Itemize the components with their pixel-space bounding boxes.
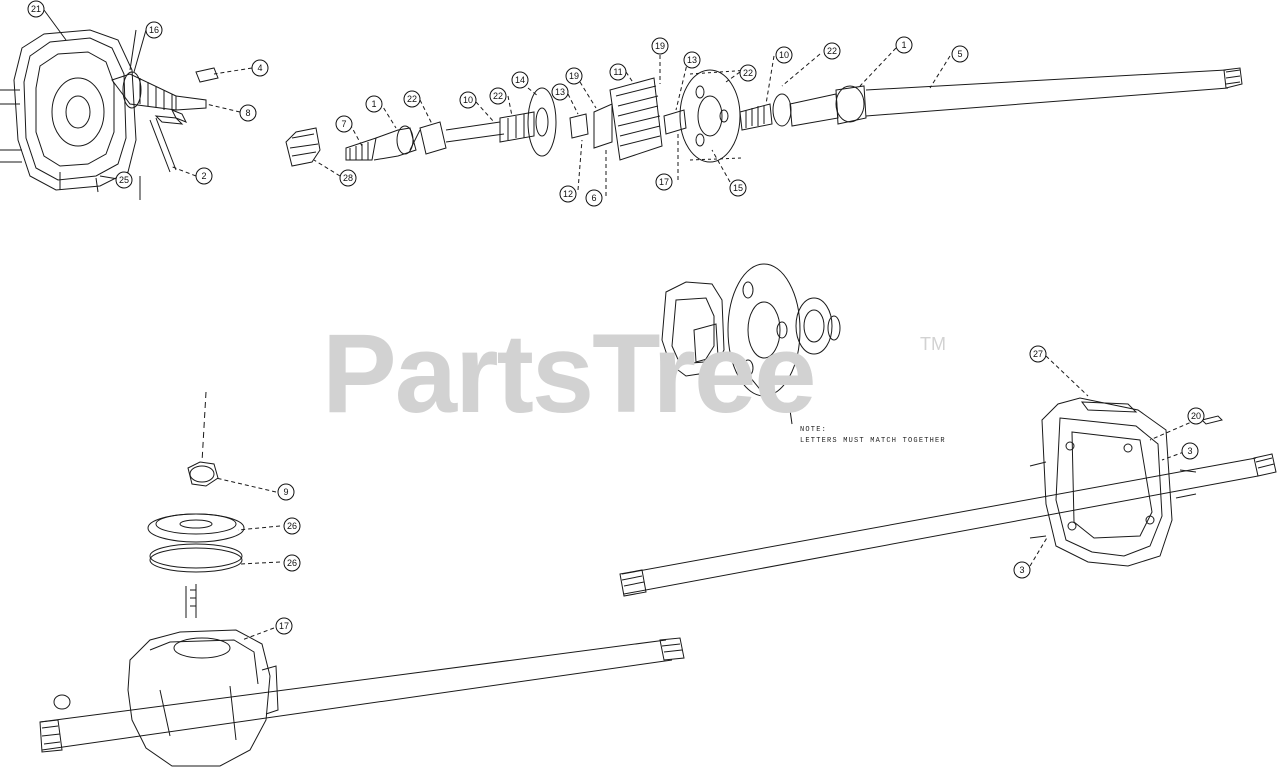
callout-3: 3 [1013,561,1031,579]
svg-text:10: 10 [463,95,473,105]
svg-text:19: 19 [569,71,579,81]
left-transaxle [39,391,685,767]
svg-text:10: 10 [779,50,789,60]
svg-text:26: 26 [287,558,297,568]
output-shaft-assembly [345,67,1243,163]
svg-text:7: 7 [341,119,346,129]
line-art [0,9,1277,767]
callout-10: 10 [775,46,793,64]
callout-4: 4 [251,59,269,77]
svg-text:8: 8 [245,108,250,118]
svg-text:22: 22 [743,68,753,78]
svg-text:17: 17 [279,621,289,631]
svg-text:3: 3 [1187,446,1192,456]
callout-13: 13 [683,51,701,69]
partstree-watermark: PartsTree [322,311,817,436]
svg-text:22: 22 [493,91,503,101]
callout-19: 19 [651,37,669,55]
svg-text:6: 6 [591,193,596,203]
callout-16: 16 [145,21,163,39]
svg-text:3: 3 [1019,565,1024,575]
svg-text:1: 1 [901,40,906,50]
callout-12: 12 [559,185,577,203]
callout-15: 15 [729,179,747,197]
svg-text:25: 25 [119,175,129,185]
callout-17: 17 [655,173,673,191]
callout-9: 9 [277,483,295,501]
svg-text:22: 22 [827,46,837,56]
callout-28: 28 [339,169,357,187]
svg-text:14: 14 [515,75,525,85]
svg-text:13: 13 [555,87,565,97]
callout-22: 22 [489,87,507,105]
callout-22: 22 [823,42,841,60]
svg-text:20: 20 [1191,411,1201,421]
svg-text:1: 1 [371,99,376,109]
callout-10: 10 [459,91,477,109]
callout-8: 8 [239,104,257,122]
callout-11: 11 [609,63,627,81]
right-transaxle [619,397,1277,597]
note-heading: NOTE: [800,426,828,434]
callout-27: 27 [1029,345,1047,363]
svg-text:5: 5 [957,49,962,59]
svg-text:12: 12 [563,189,573,199]
svg-text:16: 16 [149,25,159,35]
svg-text:9: 9 [283,487,288,497]
callout-14: 14 [511,71,529,89]
svg-text:28: 28 [343,173,353,183]
callout-5: 5 [951,45,969,63]
svg-text:17: 17 [659,177,669,187]
callout-1: 1 [365,95,383,113]
callout-25: 25 [115,171,133,189]
gearbox-housing-cover [0,29,137,193]
callout-13: 13 [551,83,569,101]
callout-3: 3 [1181,442,1199,460]
callout-19: 19 [565,67,583,85]
callout-2: 2 [195,167,213,185]
callout-1: 1 [895,36,913,54]
callout-7: 7 [335,115,353,133]
note-text: LETTERS MUST MATCH TOGETHER [800,437,946,445]
svg-text:26: 26 [287,521,297,531]
callout-bubbles: 21 16 4 8 2 25 28 7 1 22 10 22 14 13 19 … [27,0,1205,635]
callout-22: 22 [403,90,421,108]
differential-plate-detail [661,263,841,425]
svg-text:11: 11 [613,67,622,77]
pinion-gear [285,127,321,167]
leader-lines [43,9,1197,641]
callout-20: 20 [1187,407,1205,425]
callout-21: 21 [27,0,45,18]
svg-text:13: 13 [687,55,697,65]
input-bevel-shaft [111,29,219,200]
svg-text:4: 4 [257,63,262,73]
svg-text:15: 15 [733,183,743,193]
callout-17: 17 [275,617,293,635]
callout-26: 26 [283,554,301,572]
svg-text:21: 21 [31,4,41,14]
svg-text:2: 2 [201,171,206,181]
trademark-mark: TM [920,334,946,354]
svg-text:27: 27 [1033,349,1043,359]
callout-22: 22 [739,64,757,82]
svg-text:19: 19 [655,41,665,51]
svg-text:22: 22 [407,94,417,104]
callout-26: 26 [283,517,301,535]
assembly-note: NOTE: LETTERS MUST MATCH TOGETHER [800,425,946,447]
callout-6: 6 [585,189,603,207]
